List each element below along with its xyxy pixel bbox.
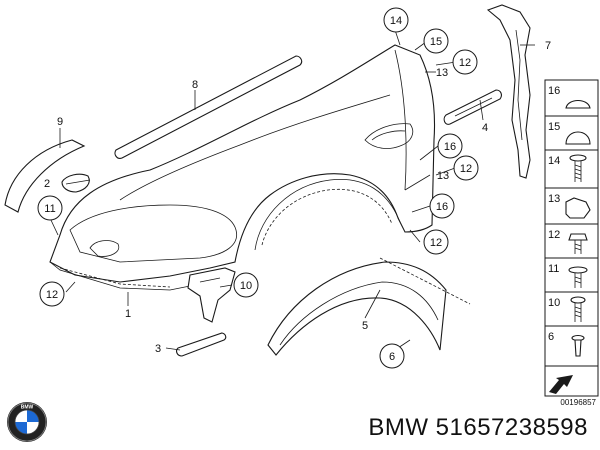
- part-number-caption: BMW 51657238598: [368, 414, 588, 441]
- callout-1: 1: [125, 308, 131, 320]
- diagram-id: 00196857: [560, 398, 596, 407]
- callout-7: 7: [545, 40, 551, 52]
- washer-bolt-icon: [568, 266, 588, 288]
- legend-label-6: 6: [548, 331, 554, 343]
- wheel-arch-cover: [267, 257, 471, 356]
- flange-screw-icon: [570, 296, 586, 322]
- callout-4: 4: [482, 122, 488, 134]
- legend-label-16: 16: [548, 85, 560, 97]
- direction-arrow-icon: [549, 375, 573, 394]
- lower-trim-strip: [176, 332, 227, 357]
- callout-12-lower-left: 12: [46, 289, 58, 301]
- side-repeater: [443, 89, 502, 125]
- legend-label-11: 11: [548, 263, 559, 275]
- cap-nut-icon: [565, 99, 591, 109]
- hex-bolt-icon: [568, 233, 588, 254]
- legend-label-13: 13: [548, 193, 560, 205]
- callout-5: 5: [362, 320, 368, 332]
- callout-10: 10: [240, 280, 252, 292]
- legend-label-10: 10: [548, 297, 560, 309]
- fastener-legend: 16 15 14 13 12 11 10: [544, 79, 599, 397]
- callout-12-top: 12: [459, 57, 471, 69]
- callout-9: 9: [57, 116, 63, 128]
- clip-nut-icon: [565, 197, 591, 219]
- callout-3: 3: [155, 343, 161, 355]
- callout-12-lower-right: 12: [430, 237, 442, 249]
- front-fender: [49, 44, 436, 291]
- callout-15: 15: [430, 36, 442, 48]
- callout-14: 14: [390, 15, 402, 27]
- callout-6: 6: [389, 351, 395, 363]
- legend-label-14: 14: [548, 155, 560, 167]
- svg-text:BMW: BMW: [21, 405, 34, 411]
- fuel-flap: [61, 173, 90, 193]
- callout-12-middle: 12: [460, 163, 472, 175]
- expansion-rivet-icon: [571, 334, 585, 357]
- callout-8: 8: [192, 79, 198, 91]
- fender-bracket: [187, 267, 236, 323]
- callout-16-upper: 16: [444, 141, 456, 153]
- legend-label-15: 15: [548, 121, 560, 133]
- bmw-roundel-icon: BMW: [7, 402, 47, 442]
- callout-2: 2: [44, 178, 50, 190]
- callout-11: 11: [44, 203, 55, 215]
- callout-13-middle: 13: [437, 170, 449, 182]
- front-trim-strip: [4, 139, 86, 213]
- screw-icon: [569, 154, 587, 182]
- dome-cap-icon: [565, 131, 591, 145]
- seal-strip: [114, 55, 303, 159]
- vertical-bracket: [486, 4, 531, 179]
- callout-13-top: 13: [436, 67, 448, 79]
- callout-labels: 1 2 3 4 5 7 8 9 6 10 11 12 12 12 12 13 1…: [37, 7, 551, 369]
- callout-16-lower: 16: [436, 201, 448, 213]
- legend-label-12: 12: [548, 229, 560, 241]
